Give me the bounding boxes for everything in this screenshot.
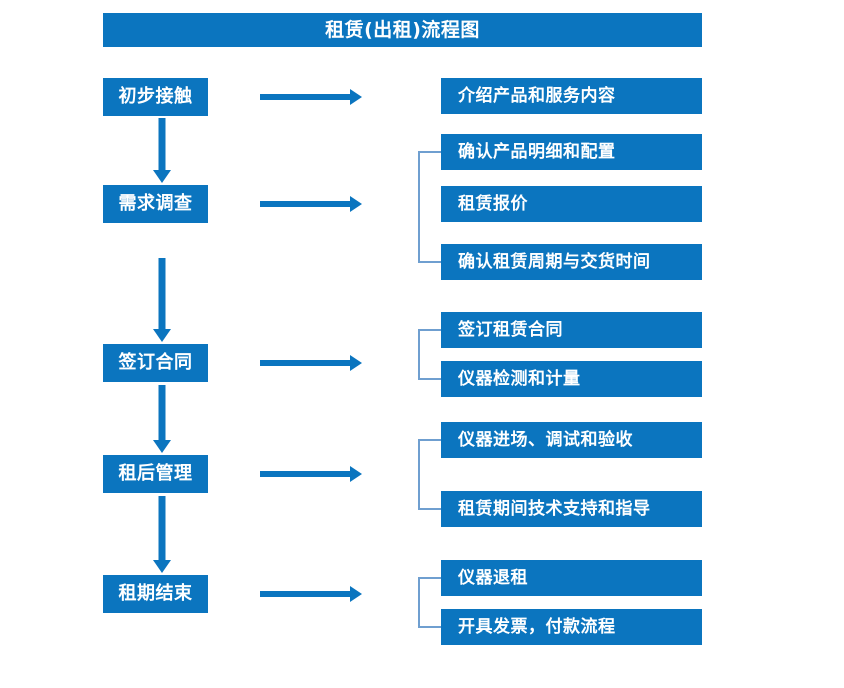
- stage-to-detail-arrow-4: [260, 465, 362, 483]
- detail-box-yiqi-tuizu[interactable]: 仪器退租: [441, 560, 702, 596]
- arrow-head-down-icon: [153, 170, 171, 183]
- arrow-shaft: [260, 591, 352, 597]
- arrow-head-right-icon: [350, 89, 362, 105]
- detail-box-kaiju-fapiao[interactable]: 开具发票，付款流程: [441, 609, 702, 645]
- arrow-shaft: [260, 94, 352, 100]
- stage-to-detail-arrow-5: [260, 585, 362, 603]
- detail-group-bracket-3: [418, 329, 441, 380]
- stage-box-qianding-hetong[interactable]: 签订合同: [103, 344, 208, 382]
- stage-to-detail-arrow-2: [260, 195, 362, 213]
- stage-flow-arrow-3: [147, 385, 177, 453]
- arrow-shaft: [260, 471, 352, 477]
- stage-box-chubu-jiechu[interactable]: 初步接触: [103, 78, 208, 116]
- detail-box-zulin-baojia[interactable]: 租赁报价: [441, 186, 702, 222]
- detail-group-bracket-2: [418, 151, 441, 263]
- stage-to-detail-arrow-1: [260, 88, 362, 106]
- detail-box-queren-zulin-zhouqi[interactable]: 确认租赁周期与交货时间: [441, 244, 702, 280]
- arrow-head-down-icon: [153, 329, 171, 342]
- stage-flow-arrow-4: [147, 496, 177, 573]
- detail-box-yiqi-jinchang-tiaoshi[interactable]: 仪器进场、调试和验收: [441, 422, 702, 458]
- arrow-shaft: [158, 258, 166, 329]
- arrow-shaft: [158, 118, 166, 170]
- arrow-head-right-icon: [350, 466, 362, 482]
- detail-box-queren-chanpin-mingxi[interactable]: 确认产品明细和配置: [441, 134, 702, 170]
- arrow-shaft: [158, 385, 166, 440]
- stage-box-zuhou-guanli[interactable]: 租后管理: [103, 455, 208, 493]
- stage-to-detail-arrow-3: [260, 354, 362, 372]
- arrow-shaft: [260, 360, 352, 366]
- detail-box-qianding-zulin-hetong[interactable]: 签订租赁合同: [441, 312, 702, 348]
- detail-box-yiqi-jiance-jiliang[interactable]: 仪器检测和计量: [441, 361, 702, 397]
- arrow-head-right-icon: [350, 196, 362, 212]
- arrow-head-down-icon: [153, 440, 171, 453]
- arrow-head-right-icon: [350, 355, 362, 371]
- page-title: 租赁(出租)流程图: [103, 13, 702, 47]
- detail-box-jieshao-chanpin[interactable]: 介绍产品和服务内容: [441, 78, 702, 114]
- arrow-shaft: [158, 496, 166, 560]
- detail-box-zulin-qijian-jishu-zhichi[interactable]: 租赁期间技术支持和指导: [441, 491, 702, 527]
- detail-group-bracket-4: [418, 439, 441, 510]
- arrow-shaft: [260, 201, 352, 207]
- stage-box-zuqi-jieshu[interactable]: 租期结束: [103, 575, 208, 613]
- stage-box-xuqiu-diaocha[interactable]: 需求调查: [103, 185, 208, 223]
- arrow-head-down-icon: [153, 560, 171, 573]
- arrow-head-right-icon: [350, 586, 362, 602]
- stage-flow-arrow-1: [147, 118, 177, 183]
- stage-flow-arrow-2: [147, 258, 177, 342]
- detail-group-bracket-5: [418, 577, 441, 628]
